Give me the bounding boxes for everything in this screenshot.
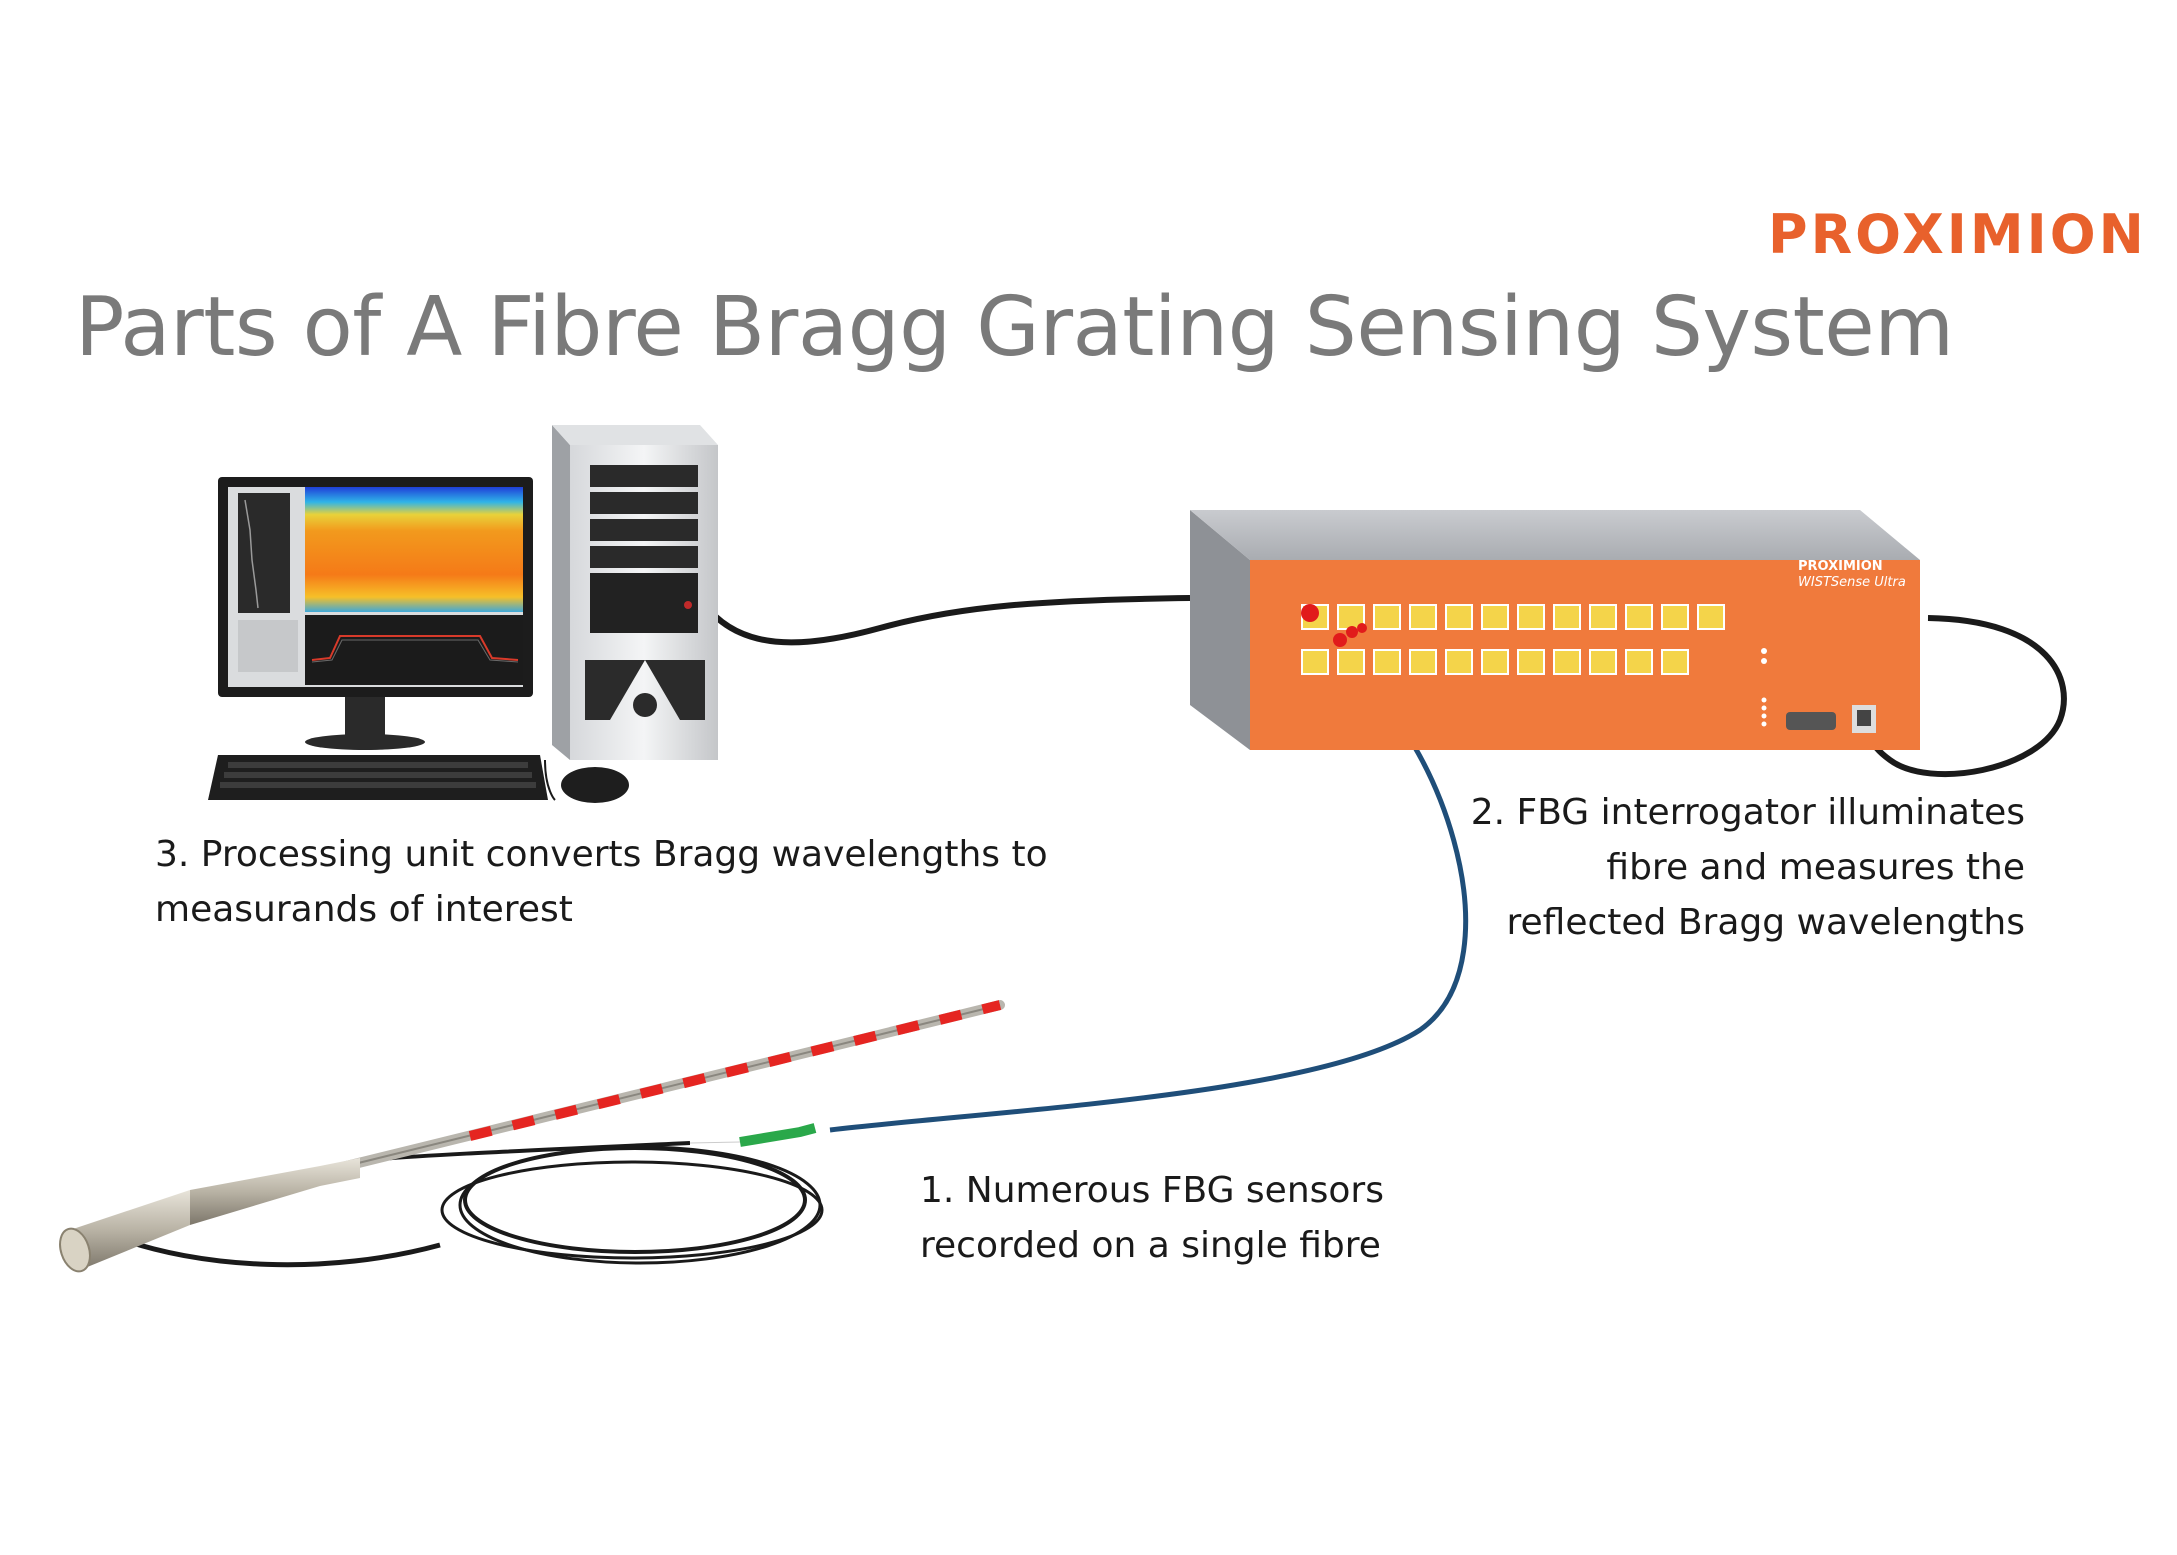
caption-line: reflected Bragg wavelengths bbox=[1506, 902, 2025, 943]
page-title: Parts of A Fibre Bragg Grating Sensing S… bbox=[75, 280, 1954, 375]
fibre-port bbox=[1481, 649, 1509, 675]
fibre-port bbox=[1661, 649, 1689, 675]
fibre-port bbox=[1481, 604, 1509, 630]
keyboard-icon bbox=[208, 755, 548, 800]
fibre-cable bbox=[829, 650, 1469, 1133]
interrogator-loop-cable bbox=[1864, 615, 2067, 778]
caption-line: 1. Numerous FBG sensors bbox=[920, 1170, 1384, 1211]
fibre-port bbox=[1517, 649, 1545, 675]
fibre-port bbox=[1625, 649, 1653, 675]
pc-to-interrogator-cable bbox=[702, 595, 1191, 646]
device-model: WISTSense Ultra bbox=[1798, 575, 1906, 590]
port-row-1 bbox=[1301, 604, 1725, 630]
fibre-port bbox=[1589, 649, 1617, 675]
processing-unit-caption: 3. Processing unit converts Bragg wavele… bbox=[155, 827, 1048, 937]
caption-line: 2. FBG interrogator illuminates bbox=[1470, 792, 2025, 833]
fibre-port bbox=[1337, 604, 1365, 630]
fibre-port bbox=[1301, 649, 1329, 675]
fibre-port bbox=[1553, 649, 1581, 675]
device-brand: PROXIMION bbox=[1798, 559, 1883, 574]
interrogator-caption: 2. FBG interrogator illuminates fibre an… bbox=[1471, 785, 2025, 950]
serial-port bbox=[1786, 712, 1836, 730]
fibre-port bbox=[1661, 604, 1689, 630]
interrogator-icon: PROXIMION WISTSense Ultra bbox=[1190, 510, 1920, 750]
status-leds bbox=[1761, 648, 1767, 727]
fibre-port bbox=[1337, 649, 1365, 675]
connected-port-marker bbox=[1301, 604, 1319, 622]
fibre-port bbox=[1409, 649, 1437, 675]
caption-line: fibre and measures the bbox=[1606, 847, 2025, 888]
mouse-icon bbox=[544, 759, 629, 803]
fibre-port bbox=[1589, 604, 1617, 630]
pc-tower-icon bbox=[552, 425, 718, 760]
caption-line: measurands of interest bbox=[155, 889, 573, 930]
fibre-port bbox=[1373, 649, 1401, 675]
fbg-sensor-marks bbox=[468, 1000, 1002, 1141]
fbg-sensors-caption: 1. Numerous FBG sensors recorded on a si… bbox=[920, 1163, 1384, 1273]
fibre-port bbox=[1373, 604, 1401, 630]
fibre-port bbox=[1553, 604, 1581, 630]
caption-line: 3. Processing unit converts Bragg wavele… bbox=[155, 834, 1048, 875]
fbg-probe-icon bbox=[59, 1000, 1005, 1273]
fibre-port bbox=[1409, 604, 1437, 630]
fibre-port bbox=[1517, 604, 1545, 630]
fibre-port bbox=[1445, 649, 1473, 675]
fibre-port bbox=[1697, 604, 1725, 630]
fibre-port bbox=[1625, 604, 1653, 630]
port-row-2 bbox=[1301, 649, 1689, 675]
fibre-port bbox=[1445, 604, 1473, 630]
proximion-logo: PROXIMION bbox=[1768, 203, 2147, 266]
caption-line: recorded on a single fibre bbox=[920, 1225, 1381, 1266]
monitor-icon bbox=[218, 477, 533, 750]
